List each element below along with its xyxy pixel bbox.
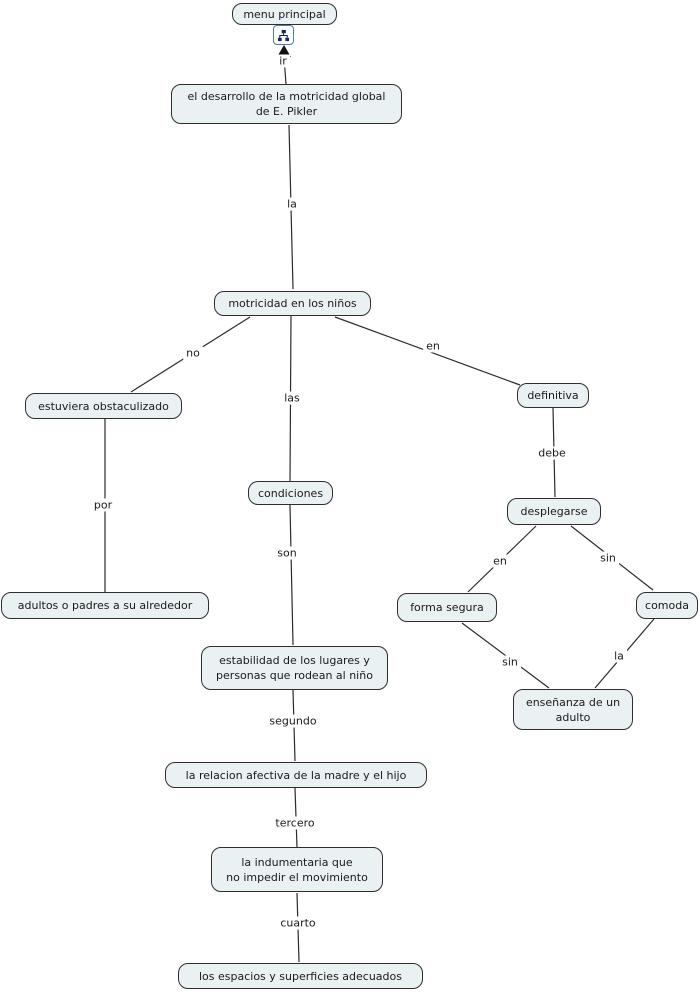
node-label: los espacios y superficies adecuados (198, 969, 402, 983)
concept-node-menu-principal[interactable]: menu principal (232, 3, 337, 25)
concept-node-forma-segura[interactable]: forma segura (397, 593, 497, 622)
linking-phrase-no[interactable]: no (183, 346, 203, 360)
node-label: motricidad en los niños (228, 297, 357, 310)
linking-phrase-la-top[interactable]: la (284, 197, 300, 211)
concept-node-estabilidad[interactable]: estabilidad de los lugares y personas qu… (201, 646, 388, 690)
edge-son (289, 504, 294, 646)
concept-node-condiciones[interactable]: condiciones (248, 481, 333, 505)
concept-node-estuviera-obstaculizado[interactable]: estuviera obstaculizado (25, 393, 182, 419)
linking-phrase-ir[interactable]: ir (276, 54, 290, 68)
node-label-line1: el desarrollo de la motricidad global (187, 90, 386, 103)
node-label-line2: personas que rodean al niño (216, 669, 373, 682)
linked-cmap-icon[interactable] (273, 25, 294, 45)
concept-node-motricidad[interactable]: motricidad en los niños (214, 291, 371, 316)
linking-phrase-son[interactable]: son (274, 546, 300, 560)
linking-phrase-debe[interactable]: debe (535, 446, 569, 460)
concept-node-adultos-o-padres[interactable]: adultos o padres a su alrededor (1, 592, 209, 619)
linking-phrase-las[interactable]: las (281, 391, 303, 405)
node-label: desplegarse (520, 505, 588, 518)
linking-phrase-sin-mid[interactable]: sin (597, 551, 619, 565)
concept-node-indumentaria[interactable]: la indumentaria que no impedir el movimi… (211, 847, 383, 892)
node-label: comoda (645, 599, 689, 612)
node-label-line1: enseñanza de un (525, 695, 621, 709)
linking-phrase-en-mid[interactable]: en (490, 554, 510, 568)
linking-phrase-la-low[interactable]: la (611, 649, 627, 663)
node-label-line2: de E. Pikler (255, 105, 318, 118)
node-label-line1: estabilidad de los lugares y (219, 654, 370, 667)
linking-phrase-sin-low[interactable]: sin (499, 655, 521, 669)
concept-node-el-desarrollo[interactable]: el desarrollo de la motricidad global de… (171, 84, 402, 124)
concept-node-definitiva[interactable]: definitiva (517, 383, 589, 408)
node-label: estuviera obstaculizado (38, 399, 169, 413)
node-label-line2: adulto (555, 710, 591, 724)
concept-node-ensenanza[interactable]: enseñanza de un adulto (513, 689, 633, 730)
mini-map-glyph-icon (277, 29, 290, 41)
node-label: adultos o padres a su alrededor (17, 599, 193, 612)
node-label-line1: la indumentaria que (241, 855, 353, 869)
concept-node-desplegarse[interactable]: desplegarse (507, 498, 601, 525)
node-label: forma segura (410, 601, 484, 614)
linking-phrase-segundo[interactable]: segundo (266, 714, 320, 728)
node-label-line2: no impedir el movimiento (226, 870, 368, 884)
concept-node-comoda[interactable]: comoda (636, 592, 698, 619)
linking-phrase-cuarto[interactable]: cuarto (277, 916, 319, 930)
node-label: definitiva (527, 389, 579, 402)
linking-phrase-tercero[interactable]: tercero (272, 816, 318, 830)
node-label: la relacion afectiva de la madre y el hi… (185, 768, 407, 782)
arrowhead-up-icon (277, 45, 291, 57)
concept-node-relacion-afectiva[interactable]: la relacion afectiva de la madre y el hi… (165, 762, 427, 788)
linking-phrase-en-top[interactable]: en (423, 339, 443, 353)
node-label: condiciones (257, 486, 324, 500)
linking-phrase-por[interactable]: por (90, 498, 116, 512)
concept-node-espacios[interactable]: los espacios y superficies adecuados (178, 963, 423, 989)
node-label: menu principal (243, 7, 326, 21)
